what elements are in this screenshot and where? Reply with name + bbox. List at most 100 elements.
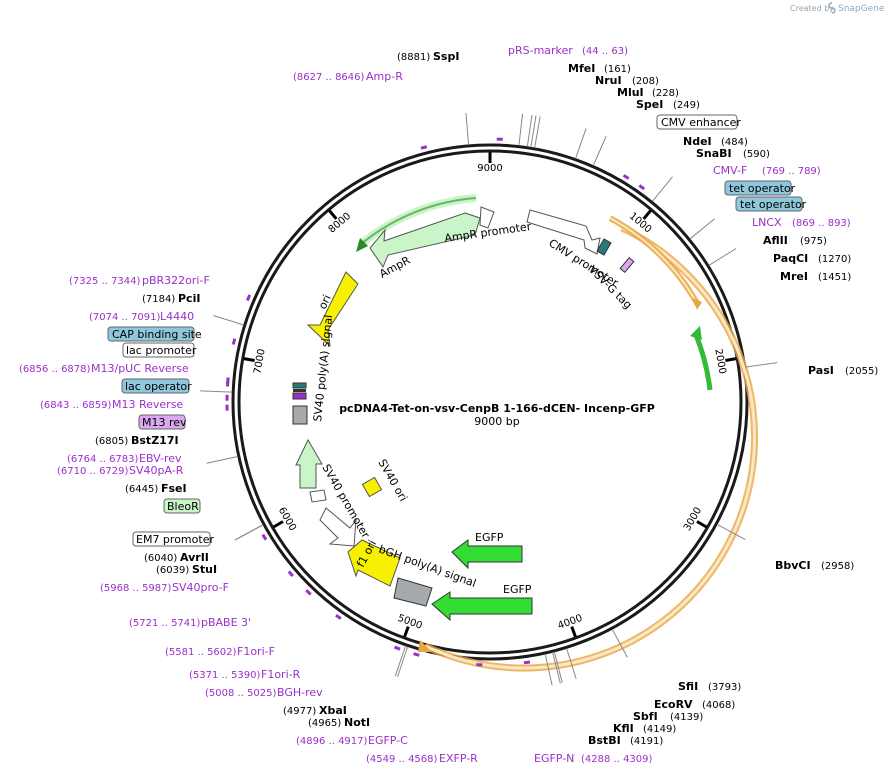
primer-pbr322ori-f[interactable]: (7325 .. 7344)pBR322ori-F [69, 274, 210, 287]
primer-exfp-r[interactable]: (4549 .. 4568)EXFP-R [366, 752, 478, 765]
primer-prs-marker[interactable]: pRS-marker(44 .. 63) [508, 44, 628, 57]
svg-text:(6039): (6039) [156, 565, 189, 576]
primer-m13-puc-reverse[interactable]: (6856 .. 6878)M13/pUC Reverse [19, 362, 189, 375]
vsvg-tag-feature[interactable] [596, 238, 612, 256]
ori-feature[interactable] [306, 271, 359, 348]
svg-text:(4288 .. 4309): (4288 .. 4309) [581, 754, 653, 765]
f1-ori-feature[interactable] [347, 539, 401, 587]
enzyme-avrii[interactable]: (6040)AvrII [144, 551, 209, 564]
box-cap-binding-site[interactable]: CAP binding site [107, 326, 202, 342]
tick-label-4000: 4000 [556, 613, 584, 632]
enzyme-spei[interactable]: SpeI(249) [636, 98, 700, 111]
label-egfp-lower: EGFP [503, 583, 532, 596]
box-bleor[interactable]: BleoR [163, 498, 201, 514]
primer-amp-r[interactable]: (8627 .. 8646)Amp-R [293, 70, 403, 83]
tick-label-2000: 2000 [712, 348, 727, 375]
primer-lncx[interactable]: LNCX(869 .. 893) [752, 216, 851, 229]
box-em7-promoter[interactable]: EM7 promoter [132, 531, 214, 547]
enzyme-xbai[interactable]: (4977)XbaI [283, 704, 347, 717]
svg-text:(4965): (4965) [308, 718, 341, 729]
enzyme-ecorv[interactable]: EcoRV(4068) [654, 698, 735, 711]
primer-egfp-n[interactable]: EGFP-N(4288 .. 4309) [534, 752, 653, 765]
svg-text:NdeI: NdeI [683, 135, 712, 148]
tick-mark-5000 [403, 626, 410, 638]
enzyme-leader-3 [530, 115, 537, 148]
primer-sv40pa-r[interactable]: (6710 .. 6729)SV40pA-R [57, 464, 184, 477]
ampr-outer-arrowhead [356, 238, 368, 252]
ampr-feature[interactable] [369, 212, 481, 269]
egfp-feature-lower[interactable] [431, 591, 533, 622]
enzyme-sfii[interactable]: SfiI(3793) [678, 680, 741, 693]
bgh-polya-feature[interactable] [393, 577, 433, 607]
svg-text:pBR322ori-F: pBR322ori-F [142, 274, 210, 287]
svg-text:F1ori-F: F1ori-F [237, 645, 275, 658]
primer-f1ori-f[interactable]: (5581 .. 5602)F1ori-F [165, 645, 275, 658]
primer-bgh-rev[interactable]: (5008 .. 5025)BGH-rev [205, 686, 323, 699]
svg-text:M13 Reverse: M13 Reverse [112, 398, 183, 411]
primer-marker-13 [335, 613, 342, 620]
right-green-arrowhead [690, 326, 702, 340]
box-tet-operator-1[interactable]: tet operator [724, 180, 796, 196]
enzyme-bstz17i[interactable]: (6805)BstZ17I [95, 434, 179, 447]
enzyme-snabi[interactable]: SnaBI(590) [696, 147, 770, 160]
primer-sv40pro-f[interactable]: (5968 .. 5987)SV40pro-F [100, 581, 229, 594]
enzyme-sspi[interactable]: (8881)SspI [397, 50, 459, 63]
svg-text:(6805): (6805) [95, 436, 128, 447]
bleor-feature[interactable] [295, 438, 323, 489]
enzyme-leader-21 [206, 456, 238, 464]
enzyme-noti[interactable]: (4965)NotI [308, 716, 370, 729]
svg-text:EGFP-C: EGFP-C [368, 734, 408, 747]
created-by-text: Created by [790, 4, 834, 13]
svg-text:(4549 .. 4568): (4549 .. 4568) [366, 754, 438, 765]
right-green-feature-arc[interactable] [693, 334, 713, 391]
primer-egfp-c[interactable]: (4896 .. 4917)EGFP-C [296, 734, 408, 747]
enzyme-bstbi[interactable]: BstBI(4191) [588, 734, 663, 747]
enzyme-leader-17 [394, 645, 407, 677]
primer-m13-reverse[interactable]: (6843 .. 6859)M13 Reverse [40, 398, 183, 411]
box-lac-promoter[interactable]: lac promoter [122, 342, 197, 358]
primer-cmv-f[interactable]: CMV-F(769 .. 789) [713, 164, 821, 177]
enzyme-fsei[interactable]: (6445)FseI [125, 482, 187, 495]
primer-f1ori-r[interactable]: (5371 .. 5390)F1ori-R [189, 668, 301, 681]
enzyme-paqci[interactable]: PaqCI(1270) [773, 252, 851, 265]
enzyme-bbvci[interactable]: BbvCI(2958) [775, 559, 854, 572]
enzyme-mfei[interactable]: MfeI(161) [568, 62, 631, 75]
enzyme-aflii[interactable]: AflII(975) [763, 234, 827, 247]
cmv-promoter-feature[interactable] [526, 209, 601, 255]
vsvg-small-feature[interactable] [619, 257, 635, 273]
svg-text:BstBI: BstBI [588, 734, 621, 747]
box-m13-rev[interactable]: M13 rev [138, 414, 187, 430]
sv40-polya-feature[interactable] [292, 405, 308, 425]
primer-ebv-rev[interactable]: (6764 .. 6783)EBV-rev [67, 452, 182, 465]
enzyme-pasi[interactable]: PasI(2055) [808, 364, 878, 377]
svg-text:CMV-F: CMV-F [713, 164, 747, 177]
enzyme-stui[interactable]: (6039)StuI [156, 563, 217, 576]
ampr-promoter-feature[interactable] [479, 206, 495, 229]
box-cmv-enhancer[interactable]: CMV enhancer [656, 114, 741, 130]
svg-text:M13/pUC Reverse: M13/pUC Reverse [91, 362, 189, 375]
enzyme-kfli[interactable]: KflI(4149) [613, 722, 676, 735]
sv40-ori-feature[interactable] [361, 476, 383, 498]
primer-pbabe-3[interactable]: (5721 .. 5741)pBABE 3' [129, 616, 251, 629]
svg-text:(5371 .. 5390): (5371 .. 5390) [189, 670, 261, 681]
svg-text:(8627 .. 8646): (8627 .. 8646) [293, 72, 365, 83]
enzyme-ndei[interactable]: NdeI(484) [683, 135, 748, 148]
enzyme-pcii[interactable]: (7184)PciI [142, 292, 200, 305]
svg-text:(44 .. 63): (44 .. 63) [582, 46, 628, 57]
enzyme-nrui[interactable]: NruI(208) [595, 74, 659, 87]
enzyme-sbfi[interactable]: SbfI(4139) [633, 710, 703, 723]
svg-text:SspI: SspI [433, 50, 459, 63]
enzyme-mlui[interactable]: MluI(228) [617, 86, 679, 99]
primer-l4440[interactable]: (7074 .. 7091)L4440 [89, 310, 194, 323]
tick-label-5000: 5000 [396, 613, 424, 632]
box-tet-operator-2[interactable]: tet operator [735, 196, 807, 212]
svg-text:(1451): (1451) [818, 272, 851, 283]
svg-text:KflI: KflI [613, 722, 634, 735]
box-lac-operator[interactable]: lac operator [121, 378, 192, 394]
enzyme-mrei[interactable]: MreI(1451) [780, 270, 851, 283]
em7-promoter-feature[interactable] [309, 489, 327, 503]
egfp-feature-upper[interactable] [451, 539, 523, 570]
lac-operator-marker [292, 382, 307, 389]
sv40-promoter-feature[interactable] [319, 507, 357, 547]
tick-label-8000: 8000 [327, 211, 354, 236]
